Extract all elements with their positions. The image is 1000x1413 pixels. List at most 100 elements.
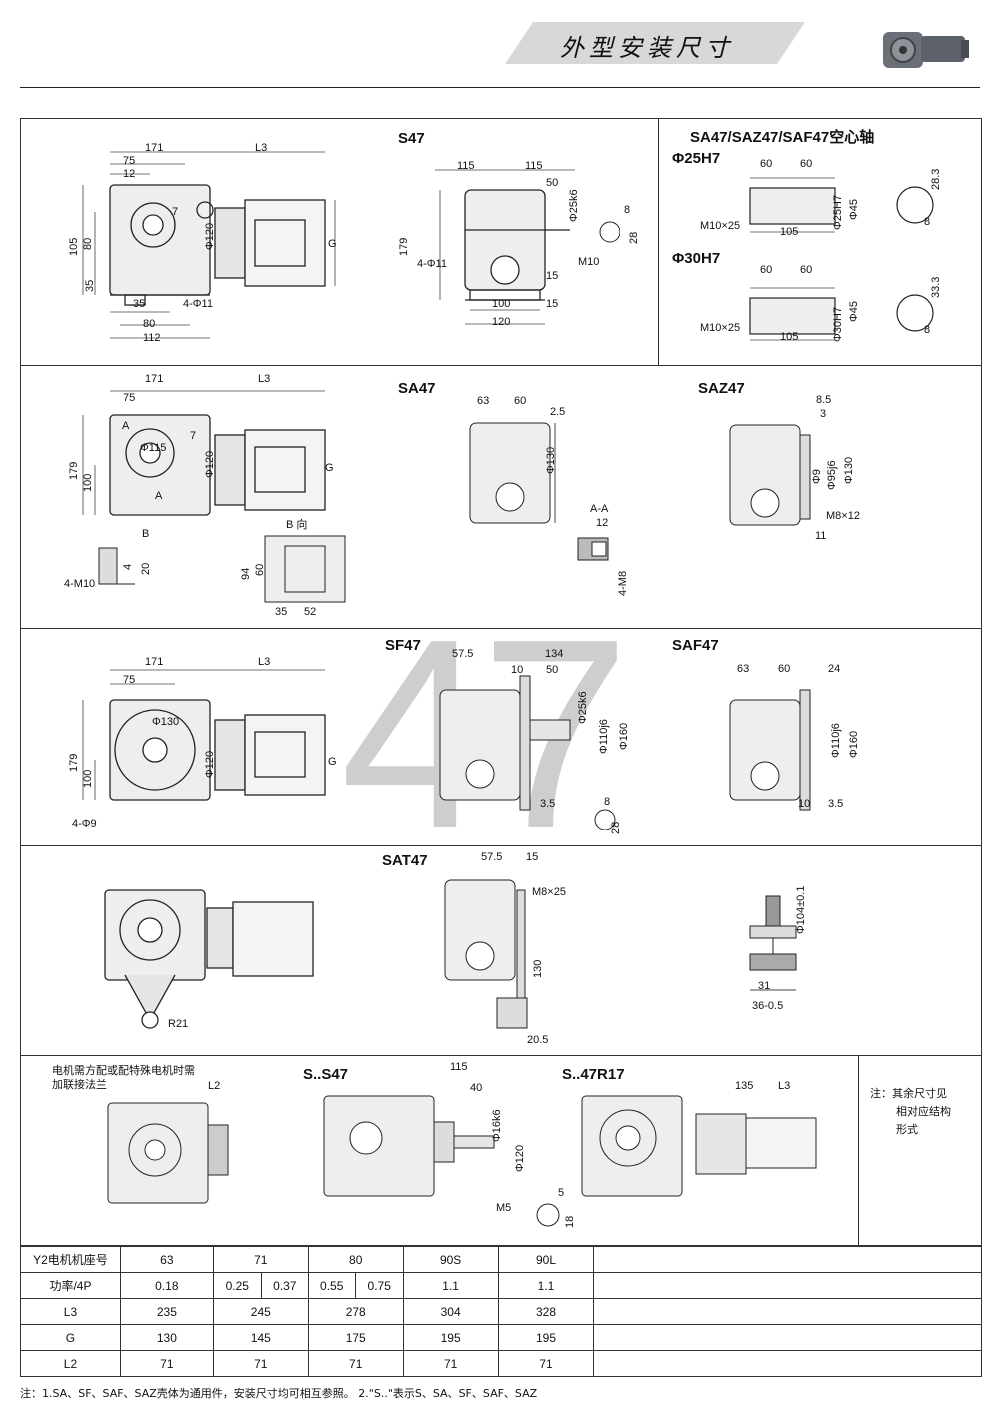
dim-label: Φ120	[204, 222, 216, 250]
table-cell: 71	[212, 1246, 309, 1273]
dim-label: 115	[525, 160, 543, 172]
thread-detail-drawing	[98, 547, 135, 585]
dim-label: 10	[798, 798, 811, 810]
hollow-shaft-title: SA47/SAZ47/SAF47空心轴	[690, 129, 875, 146]
dim-label: Φ45	[848, 198, 860, 220]
dim-label: L3	[258, 373, 271, 385]
dim-label: 94	[240, 567, 252, 580]
dim-label: 134	[545, 648, 564, 660]
dim-label: 7	[172, 206, 179, 218]
dim-label: 60	[254, 563, 266, 576]
table-cell: 63	[119, 1246, 214, 1273]
hollow-30-label: Φ30H7	[672, 250, 721, 267]
aa-section-drawing	[577, 537, 609, 561]
row-label: L3	[20, 1298, 121, 1325]
section-divider	[20, 845, 982, 846]
dim-label: 8	[604, 796, 611, 808]
dim-label: Φ95j6	[826, 460, 838, 490]
dim-label: 5	[558, 1187, 565, 1199]
dim-label: M10×25	[700, 220, 741, 232]
table-cell: 0.55	[307, 1272, 356, 1299]
table-cell: 245	[212, 1298, 309, 1325]
dim-label: M5	[496, 1202, 512, 1214]
flange-note-line: 电机需方配或配特殊电机时需	[52, 1064, 195, 1077]
table-cell: 304	[402, 1298, 499, 1325]
footnote: 注：1.SA、SF、SAF、SAZ壳体为通用件，安装尺寸均可相互参照。 2."S…	[20, 1387, 538, 1400]
dim-label: 12	[123, 168, 136, 180]
dim-label: 120	[492, 316, 511, 328]
dim-label: 100	[82, 769, 94, 788]
b-view-label: B 向	[286, 519, 308, 531]
aa-section-label: A-A	[590, 503, 609, 515]
table-row: L2 71 71 71 71 71	[20, 1350, 982, 1377]
dim-label: 12	[596, 517, 609, 529]
s47-side-drawing	[435, 169, 620, 325]
sf47-front-drawing	[82, 669, 326, 801]
table-cell: 278	[307, 1298, 404, 1325]
dim-label: L3	[255, 142, 268, 154]
dim-label: 171	[145, 656, 164, 668]
table-cell: 0.18	[119, 1272, 214, 1299]
row-label: Y2电机机座号	[20, 1246, 121, 1273]
dim-label: 8	[924, 216, 931, 228]
table-cell: 175	[307, 1324, 404, 1351]
dim-label: 4-Φ11	[417, 258, 447, 270]
dim-label: Φ130	[545, 446, 557, 474]
table-cell-empty	[593, 1324, 982, 1351]
dim-label: 31	[758, 980, 771, 992]
dim-label: 18	[564, 1215, 576, 1228]
hollow-25-label: Φ25H7	[672, 150, 721, 167]
dim-label: M8×12	[826, 510, 860, 522]
dim-label: Φ25H7	[832, 194, 844, 230]
table-cell: 71	[307, 1350, 404, 1377]
flange-drawing	[107, 1102, 229, 1204]
dim-label: Φ130	[843, 456, 855, 484]
dim-label: 20.5	[527, 1034, 549, 1046]
sf47-title: SF47	[385, 637, 421, 654]
table-cell-empty	[593, 1350, 982, 1377]
table-cell: 71	[497, 1350, 595, 1377]
dim-label: 80	[82, 237, 94, 250]
dim-label: 52	[304, 606, 317, 618]
general-note-line: 形式	[896, 1123, 918, 1136]
dim-label: 8.5	[816, 394, 832, 406]
sf47-side-drawing	[439, 675, 616, 830]
dim-label: 100	[492, 298, 511, 310]
s47r17-drawing	[581, 1095, 817, 1197]
dim-label: 60	[800, 264, 813, 276]
section-divider	[20, 1055, 982, 1056]
dim-label: 10	[511, 664, 524, 676]
dim-label: 33.3	[930, 276, 942, 298]
dim-label: 60	[800, 158, 813, 170]
s47-front-drawing	[82, 151, 336, 339]
dim-label: L2	[208, 1080, 221, 1092]
sa47-title: SA47	[398, 380, 436, 397]
ss47-title: S..S47	[303, 1066, 349, 1083]
dim-label: 105	[68, 237, 80, 256]
dim-label: G	[328, 756, 337, 768]
section-divider	[658, 118, 659, 365]
s47-title: S47	[398, 130, 425, 147]
s47r17-title: S..47R17	[562, 1066, 625, 1083]
saz47-drawing	[729, 424, 811, 526]
dim-label: 4-Φ11	[183, 298, 213, 310]
dim-label: L3	[258, 656, 271, 668]
saf47-title: SAF47	[672, 637, 719, 654]
dim-label: 75	[123, 392, 136, 404]
dim-label: 75	[123, 155, 136, 167]
dim-label: 105	[780, 226, 799, 238]
table-cell: 1.1	[402, 1272, 499, 1299]
dim-label: 11	[815, 530, 827, 542]
dim-label: 4	[122, 563, 134, 570]
dim-label: 60	[760, 158, 773, 170]
dim-label: Φ160	[848, 730, 860, 758]
dim-label: 179	[398, 237, 410, 256]
dim-label: Φ45	[848, 300, 860, 322]
dim-label: 60	[760, 264, 773, 276]
table-cell: 71	[402, 1350, 499, 1377]
b-view-drawing	[264, 535, 346, 603]
ss47-drawing	[323, 1095, 495, 1197]
section-divider	[858, 1055, 859, 1246]
table-cell: 130	[119, 1324, 214, 1351]
dim-label: 24	[828, 663, 841, 675]
